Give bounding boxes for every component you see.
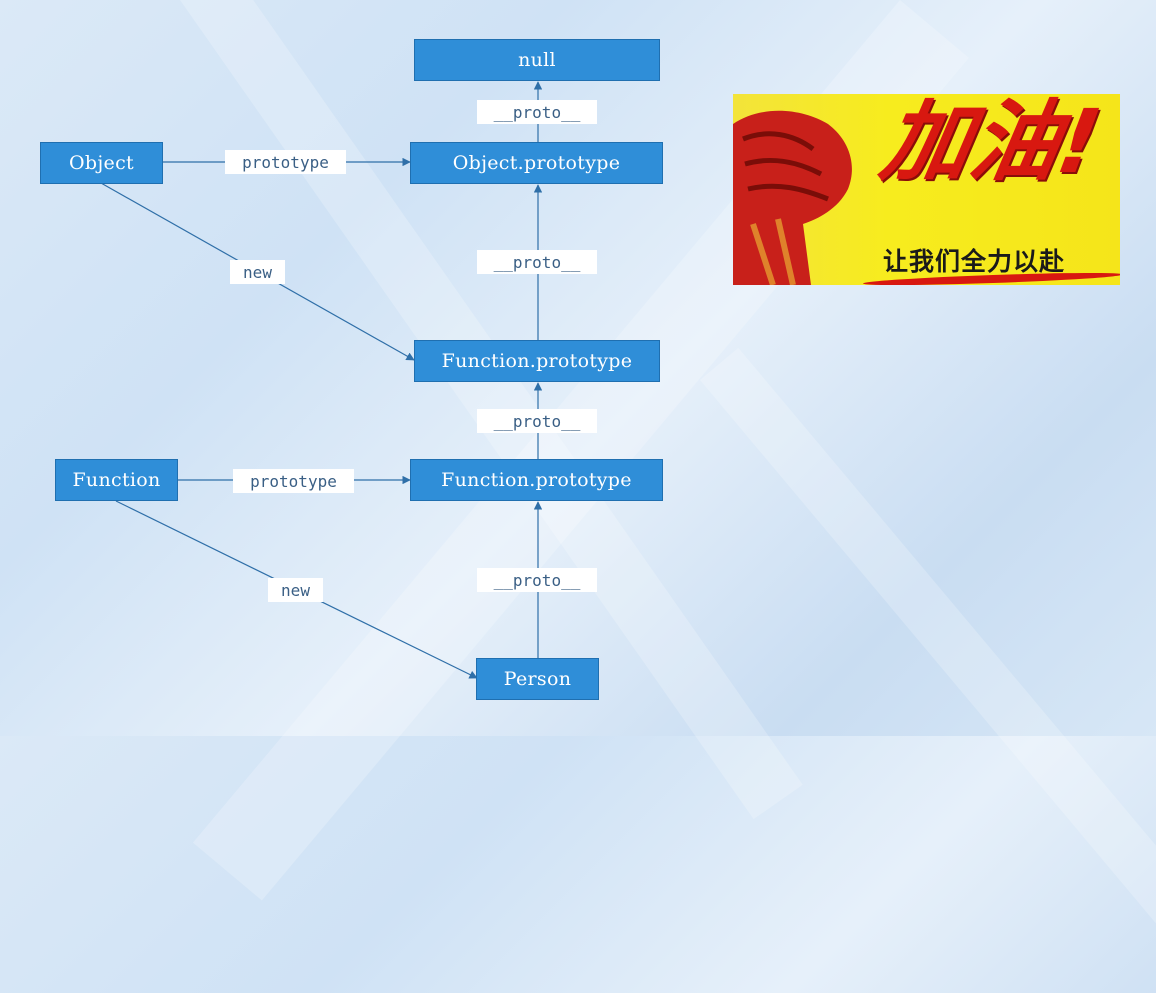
banner-main-text: 加油!: [874, 94, 1109, 193]
edge-label-proto: __proto__: [477, 100, 597, 124]
edge-label-proto: __proto__: [477, 568, 597, 592]
encouragement-banner: 加油! 让我们全力以赴: [733, 94, 1120, 285]
edge-label-proto: __proto__: [477, 409, 597, 433]
banner-sub-text: 让我们全力以赴: [883, 247, 1066, 276]
node-person: Person: [476, 658, 599, 700]
edge-label-new: new: [230, 260, 285, 284]
edge-label-proto: __proto__: [477, 250, 597, 274]
node-function-prototype-upper: Function.prototype: [414, 340, 660, 382]
edge-label-prototype: prototype: [233, 469, 354, 493]
node-function: Function: [55, 459, 178, 501]
edge-label-prototype: prototype: [225, 150, 346, 174]
node-function-prototype-lower: Function.prototype: [410, 459, 663, 501]
node-object: Object: [40, 142, 163, 184]
node-null: null: [414, 39, 660, 81]
fist-icon: [733, 110, 852, 285]
node-object-prototype: Object.prototype: [410, 142, 663, 184]
edge-label-new: new: [268, 578, 323, 602]
